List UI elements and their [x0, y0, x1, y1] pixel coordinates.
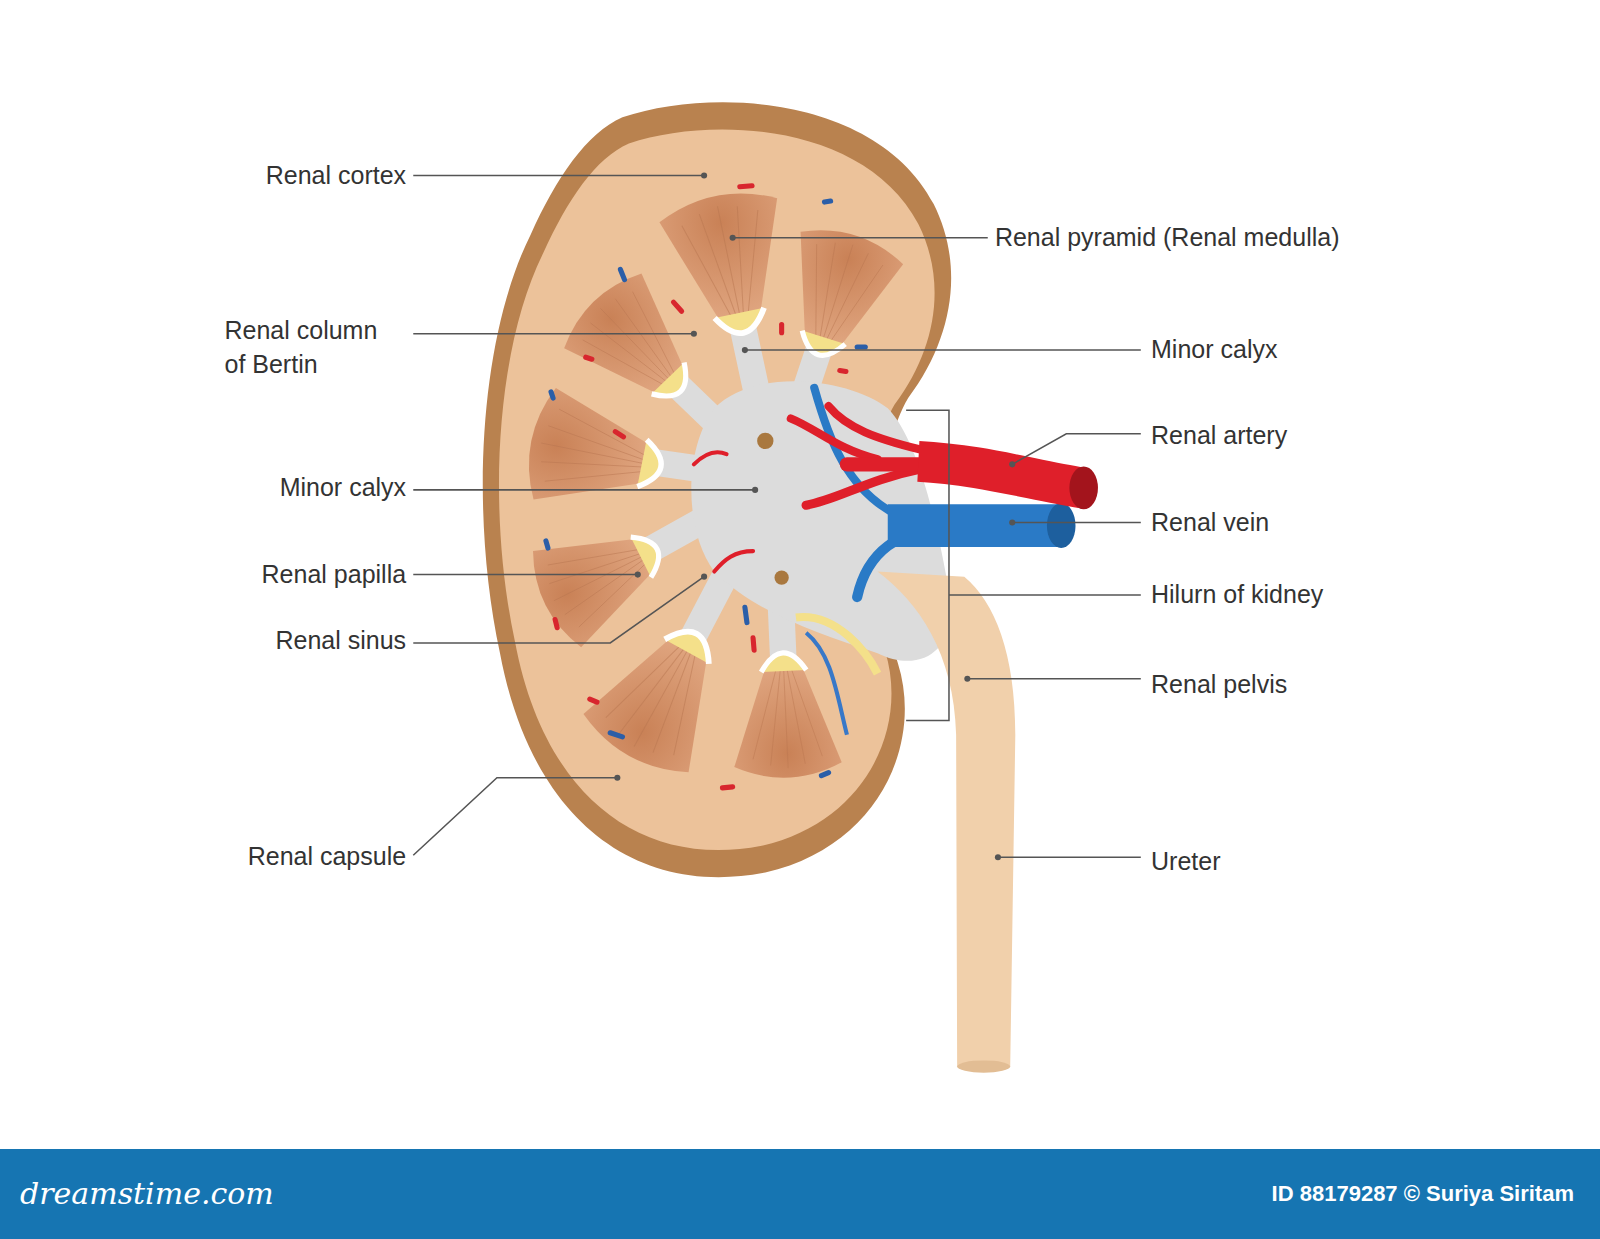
renal-pyramids	[520, 184, 907, 785]
renal-pelvis-ureter	[878, 572, 1016, 1067]
part-label: Renal artery	[1151, 419, 1287, 453]
part-label: Renal pelvis	[1151, 668, 1287, 702]
part-label: Ureter	[1151, 845, 1220, 879]
part-label: Renal papilla	[262, 558, 407, 592]
part-label: Minor calyx	[1151, 333, 1277, 367]
leader-dots	[614, 172, 1015, 860]
part-label: Minor calyx	[280, 471, 406, 505]
part-label: Renal vein	[1151, 506, 1269, 540]
part-label: Renal column of Bertin	[224, 314, 397, 382]
site-logo: dreamstime.com	[20, 1176, 274, 1211]
part-label: Renal capsule	[248, 840, 406, 874]
part-label: Renal sinus	[275, 624, 406, 658]
part-label: Renal cortex	[266, 159, 406, 193]
credit-bar: dreamstime.com ID 88179287 © Suriya Sirit…	[0, 1149, 1600, 1239]
image-credit: ID 88179287 © Suriya Siritam	[1272, 1181, 1574, 1207]
leader-lines	[413, 176, 1141, 858]
renal-artery	[694, 406, 1082, 571]
vessel-specks	[546, 186, 865, 788]
part-label: Renal pyramid (Renal medulla)	[995, 221, 1340, 255]
part-label: Hilurn of kidney	[1151, 578, 1323, 612]
